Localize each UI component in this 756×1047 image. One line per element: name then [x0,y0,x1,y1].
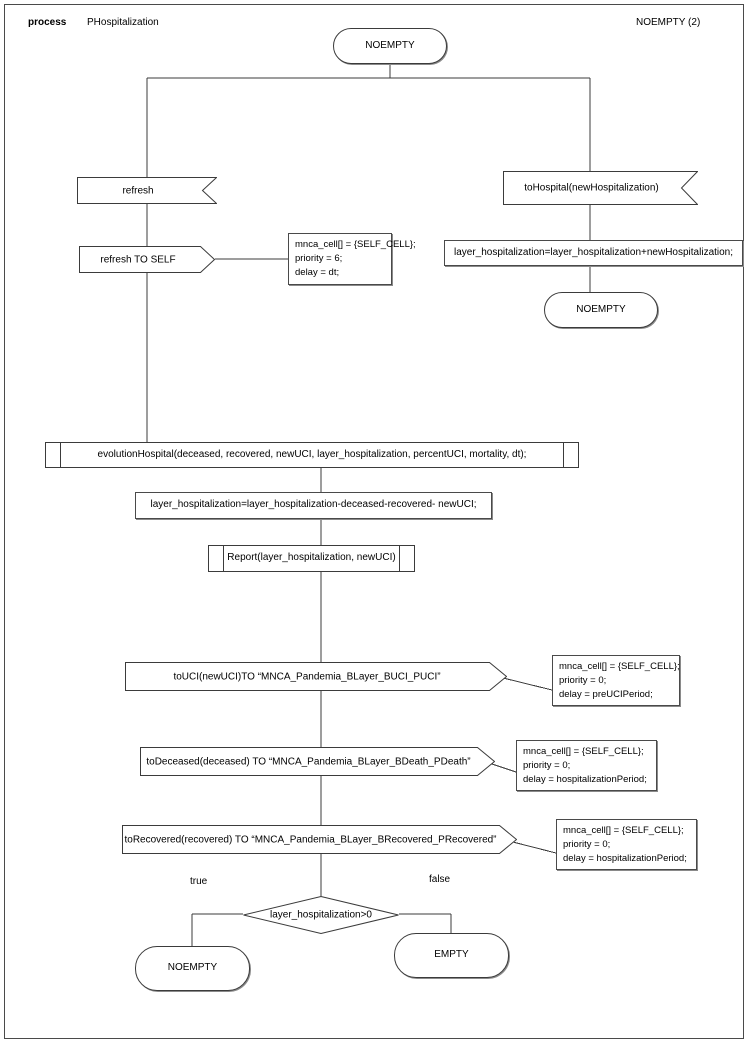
input-signal-label: refresh [122,185,154,196]
state-label: NOEMPTY [365,39,415,51]
decision-true-label: true [190,876,208,887]
output-signal-refresh-to-self[interactable]: refresh TO SELF [79,246,216,273]
output-signal-shape [140,747,496,776]
comment-text: mnca_cell[] = {SELF_CELL}; priority = 0;… [523,746,647,785]
procedure-label: evolutionHospital(deceased, recovered, n… [97,448,527,460]
output-signal-label: refresh TO SELF [100,254,176,265]
output-signal-shape [79,246,216,273]
state-label: EMPTY [434,949,469,961]
page-label: NOEMPTY (2) [636,17,701,28]
task-add-hospitalization[interactable]: layer_hospitalization=layer_hospitalizat… [444,240,743,266]
header-keyword: process [28,17,67,28]
comment-text: mnca_cell[] = {SELF_CELL}; priority = 6;… [295,239,416,278]
state-start-noempty[interactable]: NOEMPTY [333,28,447,64]
comment-torecovered: mnca_cell[] = {SELF_CELL}; priority = 0;… [556,819,697,870]
output-signal-label: toRecovered(recovered) TO “MNCA_Pandemia… [124,834,497,845]
comment-text: mnca_cell[] = {SELF_CELL}; priority = 0;… [559,661,680,700]
output-signal-shape [122,825,518,854]
decision-condition: layer_hospitalization>0 [269,909,372,921]
output-signal-torecovered[interactable]: toRecovered(recovered) TO “MNCA_Pandemia… [122,825,518,854]
output-signal-label: toDeceased(deceased) TO “MNCA_Pandemia_B… [146,756,471,767]
comment-text: mnca_cell[] = {SELF_CELL}; priority = 0;… [563,825,687,864]
comment-touci: mnca_cell[] = {SELF_CELL}; priority = 0;… [552,655,680,706]
decision-shape [243,895,399,935]
input-signal-shape [503,171,699,205]
input-signal-shape [77,177,218,204]
procedure-label: Report(layer_hospitalization, newUCI) [227,552,396,564]
input-signal-refresh[interactable]: refresh [77,177,218,204]
state-true-noempty[interactable]: NOEMPTY [135,946,250,991]
input-signal-label: toHospital(newHospitalization) [524,182,659,194]
procedure-report[interactable]: Report(layer_hospitalization, newUCI) [208,545,415,572]
decision-layer-hospitalization[interactable]: layer_hospitalization>0 [243,895,399,935]
task-label: layer_hospitalization=layer_hospitalizat… [150,499,477,511]
output-signal-shape [125,662,508,691]
task-subtract-outflows[interactable]: layer_hospitalization=layer_hospitalizat… [135,492,492,519]
state-right-noempty[interactable]: NOEMPTY [544,292,658,328]
procedure-evolution-hospital[interactable]: evolutionHospital(deceased, recovered, n… [45,442,579,468]
state-label: NOEMPTY [167,962,218,974]
state-label: NOEMPTY [576,303,626,315]
decision-false-label: false [429,874,451,885]
output-signal-todeceased[interactable]: toDeceased(deceased) TO “MNCA_Pandemia_B… [140,747,496,776]
comment-refresh-to-self: mnca_cell[] = {SELF_CELL}; priority = 6;… [288,233,416,285]
input-signal-tohospital[interactable]: toHospital(newHospitalization) [503,171,699,205]
state-false-empty[interactable]: EMPTY [394,933,509,978]
output-signal-touci[interactable]: toUCI(newUCI)TO “MNCA_Pandemia_BLayer_BU… [125,662,508,691]
task-label: layer_hospitalization=layer_hospitalizat… [453,246,734,258]
header-process-name: PHospitalization [87,17,159,28]
comment-todeceased: mnca_cell[] = {SELF_CELL}; priority = 0;… [516,740,657,791]
output-signal-label: toUCI(newUCI)TO “MNCA_Pandemia_BLayer_BU… [173,671,441,682]
page-frame [4,4,744,1039]
